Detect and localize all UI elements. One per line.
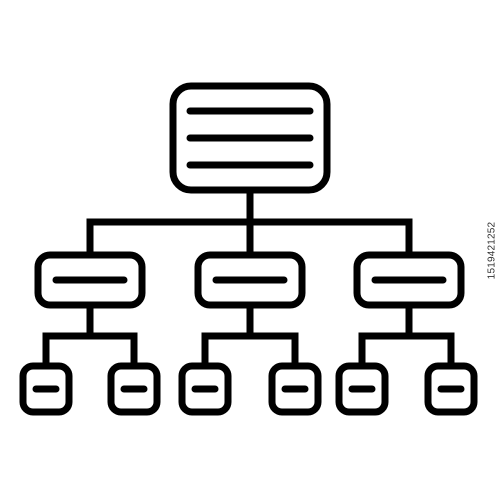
stock-id-label: 1519421252	[484, 0, 500, 500]
hierarchy-diagram	[19, 82, 478, 416]
stock-id-text: 1519421252	[486, 221, 498, 279]
